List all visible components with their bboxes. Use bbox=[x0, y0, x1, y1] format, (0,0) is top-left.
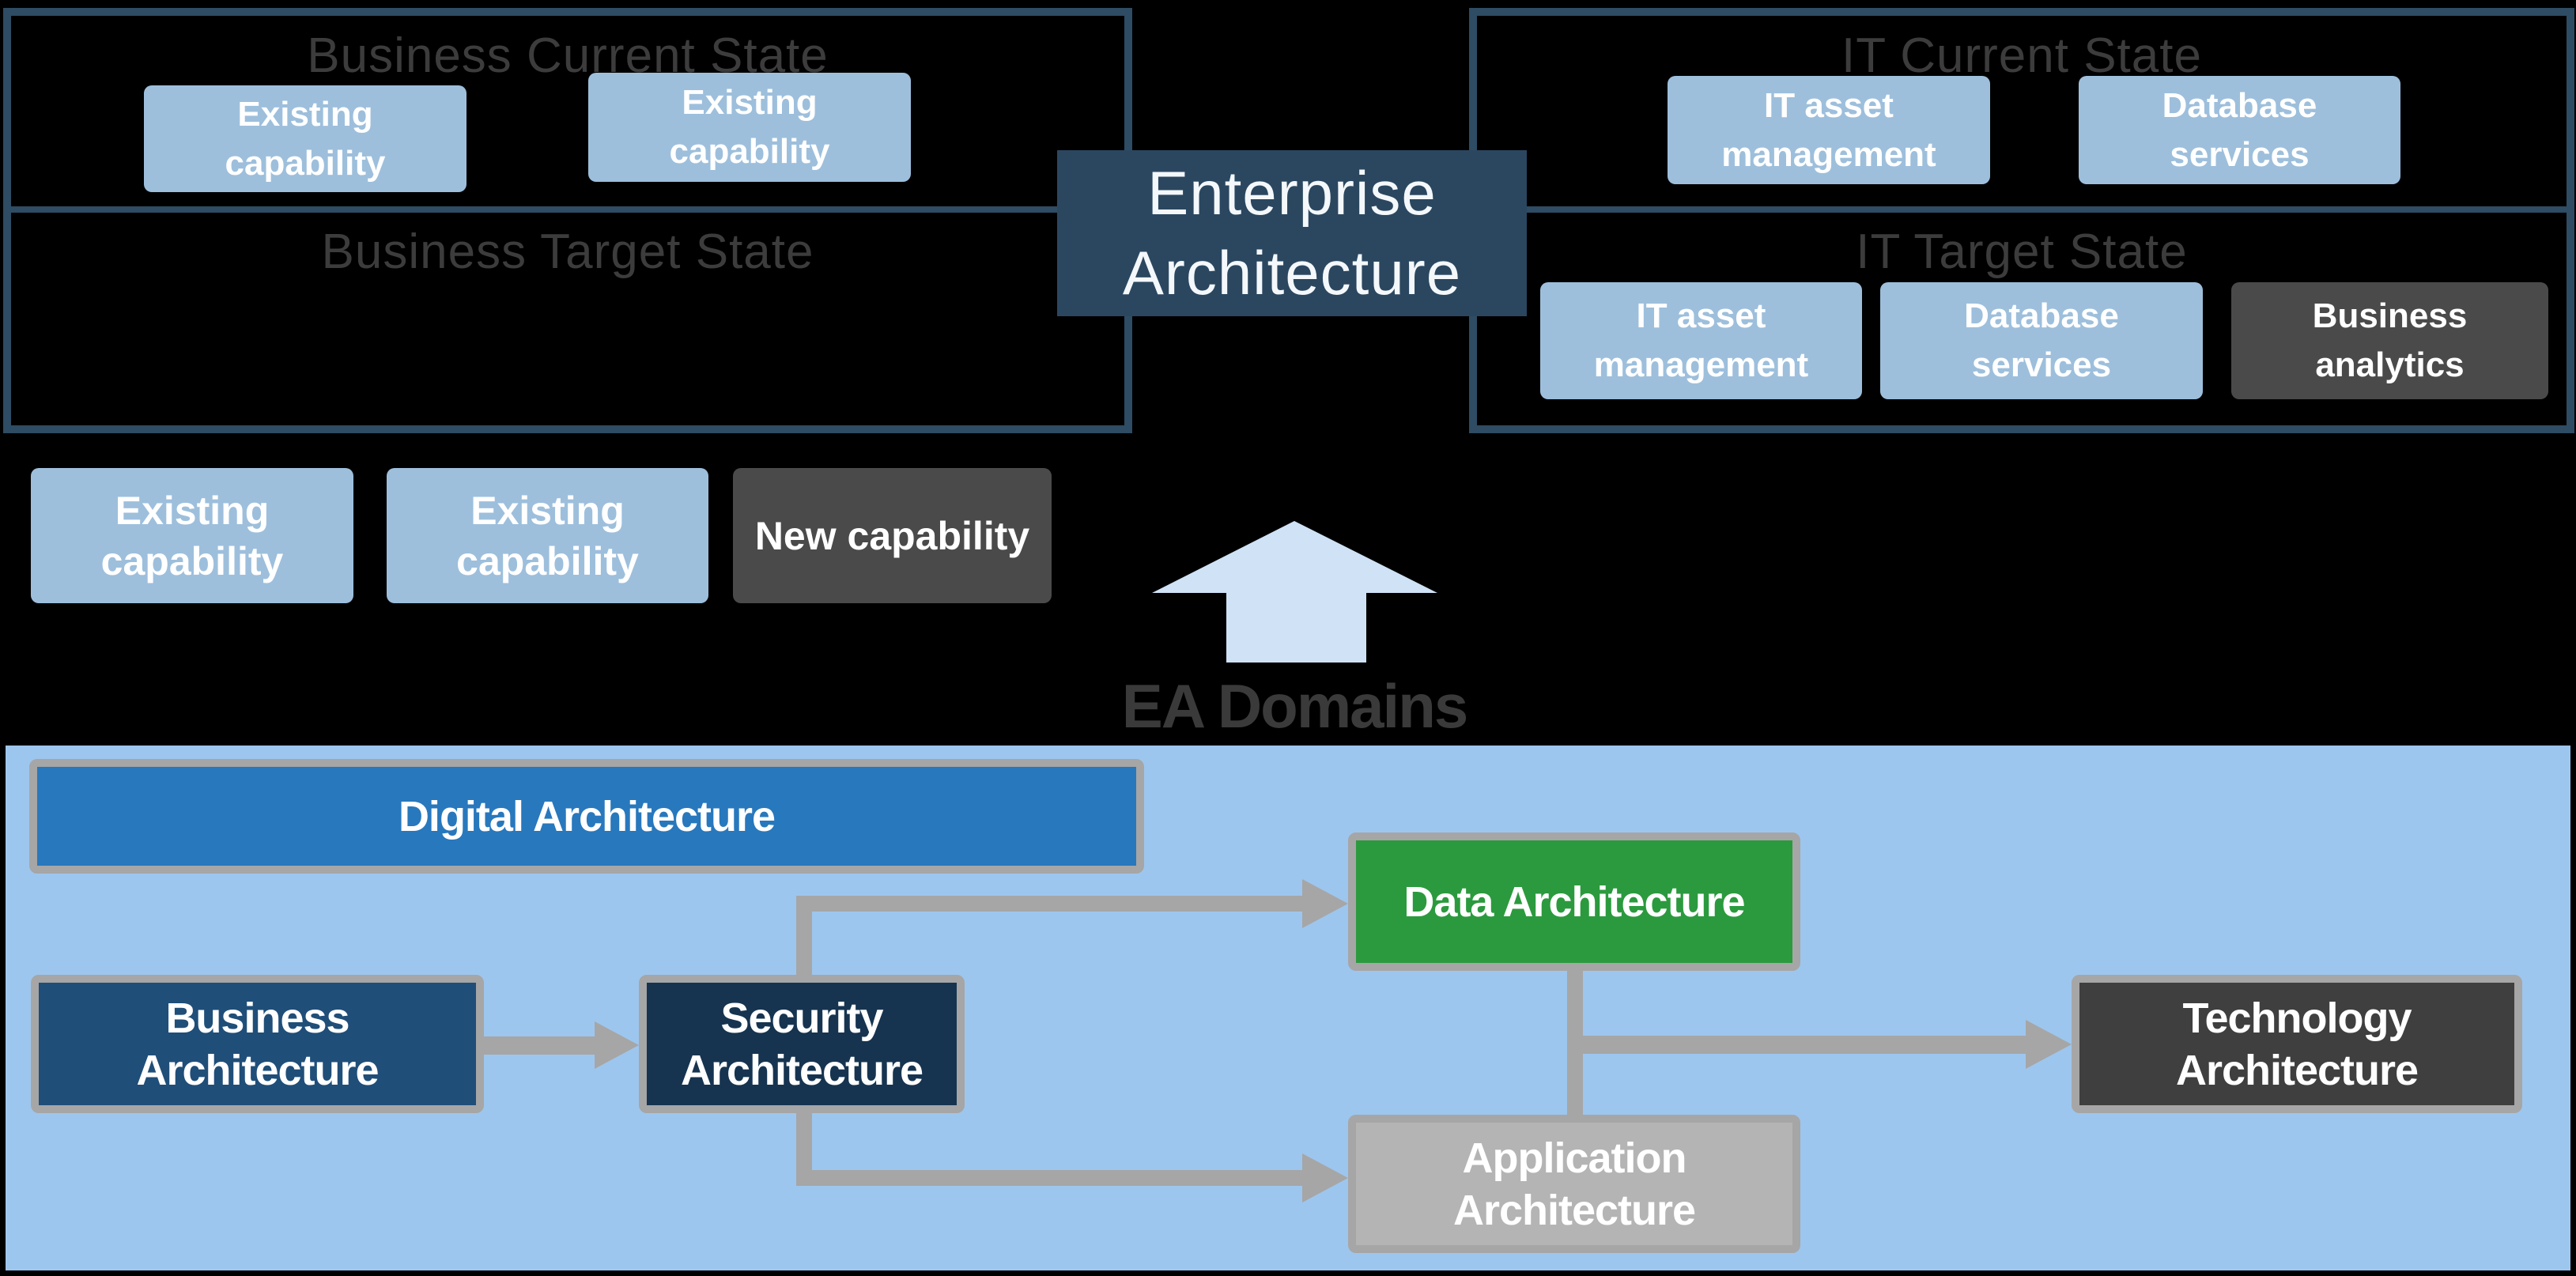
business-to-security-arrow-shaft bbox=[484, 1036, 595, 1055]
it-asset-management-box: IT asset management bbox=[1668, 76, 1990, 184]
it-asset-management-target-box: IT asset management bbox=[1540, 282, 1862, 399]
ea-domains-label: EA Domains bbox=[1121, 671, 1469, 741]
existing-capability-target-box: Existing capability bbox=[387, 468, 708, 603]
digital-architecture-box: Digital Architecture bbox=[29, 759, 1144, 874]
existing-capability-box: Existing capability bbox=[588, 73, 911, 182]
database-services-target-box: Database services bbox=[1880, 282, 2203, 399]
existing-capability-box: Existing capability bbox=[144, 85, 466, 192]
security-to-data-connector-vertical bbox=[796, 904, 812, 975]
it-current-state-title: IT Current State bbox=[1841, 28, 2202, 83]
business-current-state-title: Business Current State bbox=[307, 28, 829, 83]
security-to-application-connector-vertical bbox=[796, 1113, 812, 1178]
security-to-data-connector-horizontal bbox=[796, 896, 1302, 912]
security-to-application-connector-horizontal bbox=[796, 1170, 1302, 1186]
to-technology-arrow-shaft bbox=[1575, 1036, 2026, 1054]
it-target-state-title: IT Target State bbox=[1856, 225, 2188, 279]
enterprise-architecture-box: Enterprise Architecture bbox=[1057, 150, 1527, 316]
new-capability-target-box: New capability bbox=[733, 468, 1052, 603]
business-architecture-box: Business Architecture bbox=[31, 975, 484, 1113]
existing-capability-target-box: Existing capability bbox=[31, 468, 353, 603]
security-architecture-box: Security Architecture bbox=[639, 975, 965, 1113]
business-analytics-target-box: Business analytics bbox=[2231, 282, 2548, 399]
up-arrow-icon bbox=[1152, 521, 1437, 663]
data-architecture-box: Data Architecture bbox=[1348, 832, 1800, 971]
business-panel-divider bbox=[11, 206, 1124, 213]
business-target-state-title: Business Target State bbox=[321, 225, 814, 279]
application-architecture-box: Application Architecture bbox=[1348, 1115, 1800, 1253]
technology-architecture-box: Technology Architecture bbox=[2072, 975, 2522, 1113]
database-services-box: Database services bbox=[2079, 76, 2400, 184]
it-panel-divider bbox=[1477, 206, 2567, 213]
